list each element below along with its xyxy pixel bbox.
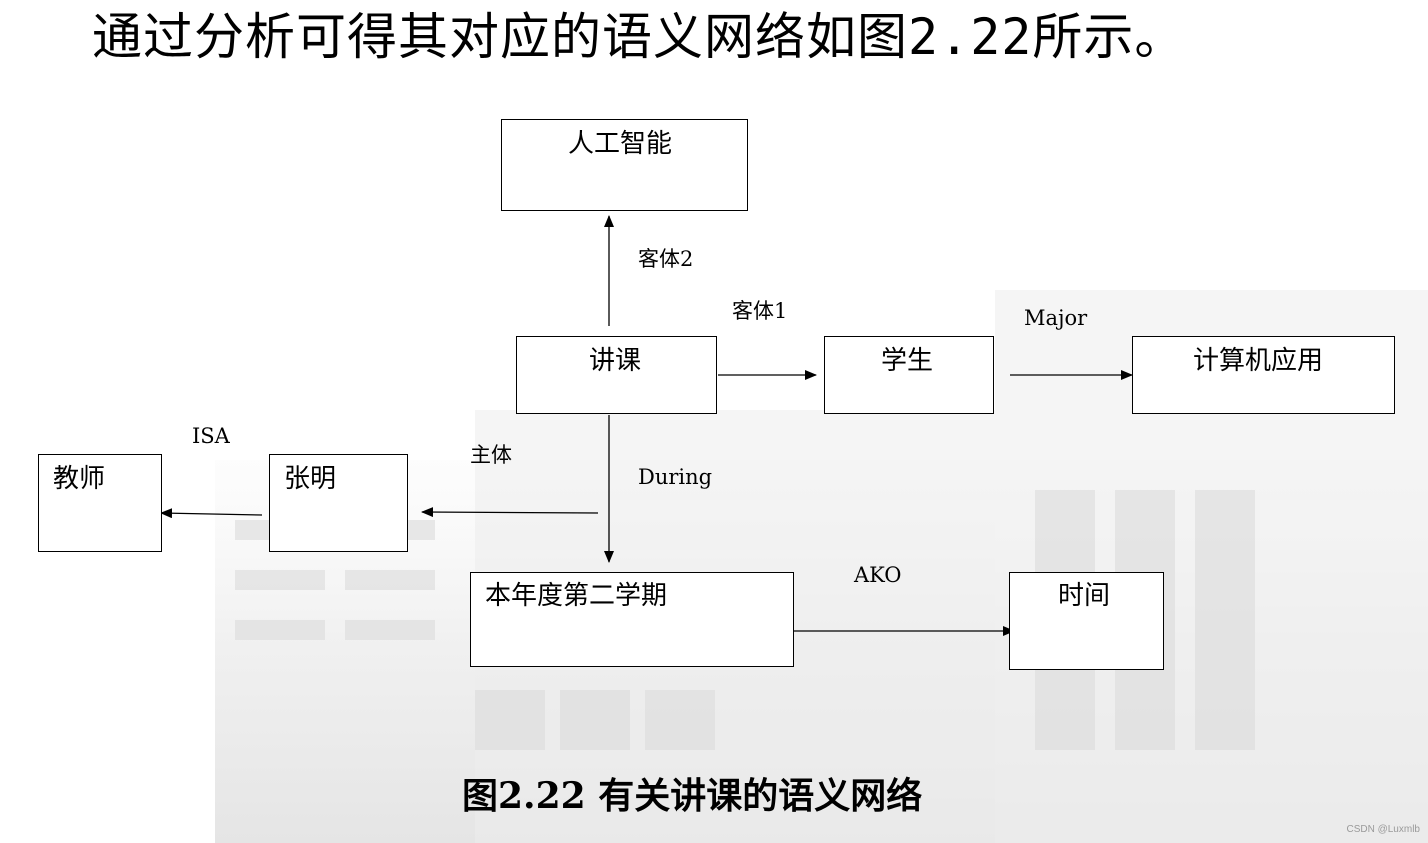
edge-label-during: During <box>638 465 713 489</box>
edge-label-major: Major <box>1024 306 1088 330</box>
node-zhangming: 张明 <box>269 454 408 552</box>
node-semester: 本年度第二学期 <box>470 572 794 667</box>
node-teacher: 教师 <box>38 454 162 552</box>
node-lecture: 讲课 <box>516 336 717 414</box>
node-zhangming-label: 张明 <box>284 464 337 494</box>
edge-label-isa: ISA <box>192 424 230 448</box>
node-computer-app-label: 计算机应用 <box>1193 346 1324 376</box>
source-credit: CSDN @Luxmlb <box>1346 824 1420 835</box>
node-time-label: 时间 <box>1058 581 1111 611</box>
edge-label-object2: 客体2 <box>638 247 694 271</box>
figure-caption: 图2.22 有关讲课的语义网络 <box>462 775 923 817</box>
node-ai-label: 人工智能 <box>568 129 673 159</box>
page-heading: 通过分析可得其对应的语义网络如图2.22所示。 <box>92 8 1186 66</box>
edge-label-ako: AKO <box>854 563 902 587</box>
edge-label-object1: 客体1 <box>732 299 788 323</box>
node-time: 时间 <box>1009 572 1164 670</box>
node-student: 学生 <box>824 336 994 414</box>
edge-label-subject: 主体 <box>470 443 512 467</box>
node-teacher-label: 教师 <box>53 464 106 494</box>
node-ai: 人工智能 <box>501 119 748 211</box>
node-semester-label: 本年度第二学期 <box>485 581 668 611</box>
node-lecture-label: 讲课 <box>589 346 642 376</box>
node-computer-app: 计算机应用 <box>1132 336 1395 414</box>
edge-isa-arrow <box>160 508 263 519</box>
node-student-label: 学生 <box>881 346 934 376</box>
edge-subject-arrow <box>421 507 599 518</box>
